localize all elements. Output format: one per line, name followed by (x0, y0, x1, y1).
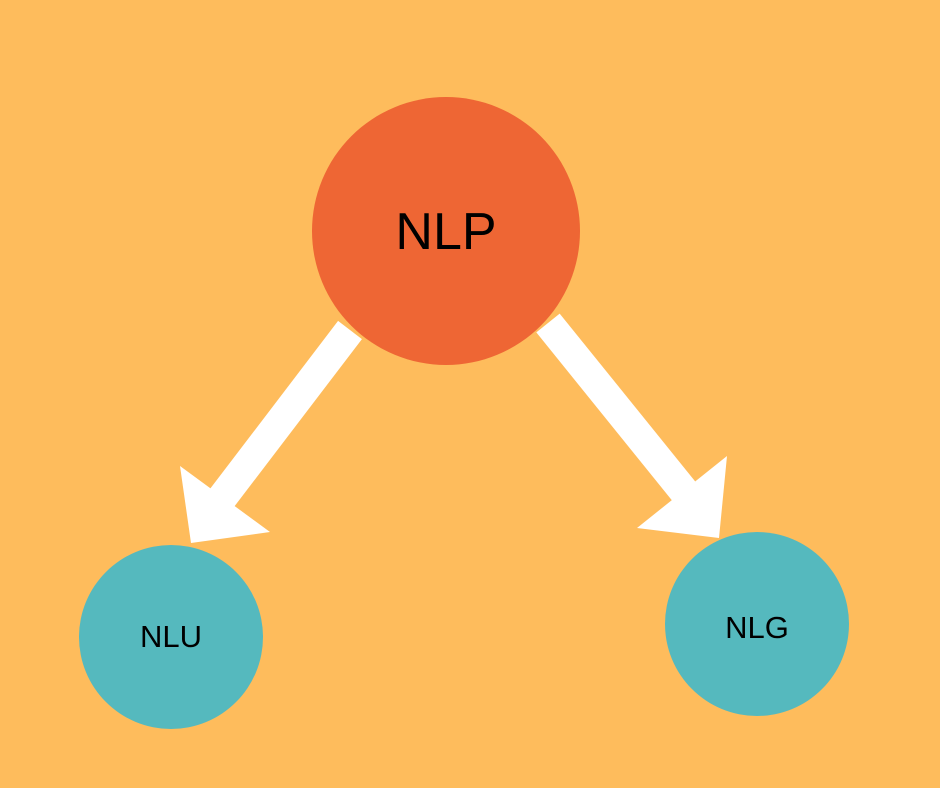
arrow-nlp-to-nlg (536, 313, 727, 538)
nlu-node: NLU (79, 545, 263, 729)
nlg-label: NLG (725, 609, 789, 645)
nlp-node: NLP (312, 97, 580, 365)
nlp-label: NLP (395, 203, 497, 261)
arrow-nlp-to-nlu-head (180, 466, 270, 543)
arrow-nlp-to-nlu (180, 320, 362, 543)
nlu-label: NLU (139, 618, 202, 654)
arrow-nlp-to-nlg-head (637, 456, 727, 538)
arrow-nlp-to-nlg-shaft (536, 313, 711, 520)
arrow-nlp-to-nlu-shaft (197, 320, 362, 525)
nlg-node: NLG (665, 532, 849, 716)
